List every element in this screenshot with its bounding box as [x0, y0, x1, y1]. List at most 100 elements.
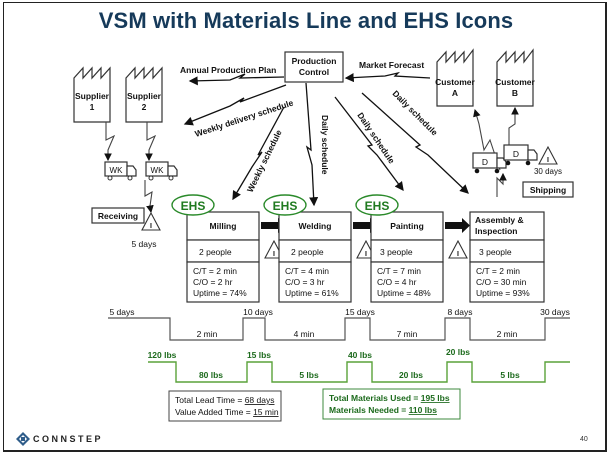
customer-a-letter: A: [452, 88, 458, 98]
process-name: Assembly &: [475, 215, 524, 225]
process-time-label: 2 min: [197, 329, 218, 339]
customer-a: Customer A: [435, 48, 476, 107]
inventory-symbol: I: [457, 251, 459, 258]
receiving-label: Receiving: [98, 211, 138, 221]
process-time-label: 2 min: [497, 329, 518, 339]
info-flow-annual-plan: Annual Production Plan: [180, 65, 285, 86]
slide-title: VSM with Materials Line and EHS Icons: [98, 8, 514, 33]
inventory-symbol: I: [547, 157, 549, 164]
customer-b: Customer B: [495, 48, 536, 107]
info-flow-market-forecast: Market Forecast: [344, 60, 431, 83]
inventory-materials-label: 120 lbs: [148, 350, 177, 360]
supplier-1-number: 1: [90, 102, 95, 112]
production-control-label-2: Control: [299, 67, 329, 77]
materials-used-label: 5 lbs: [299, 370, 319, 380]
factory-icon: [73, 66, 111, 123]
wait-time-label: 15 days: [345, 307, 375, 317]
info-flow-daily-welding: Daily schedule: [305, 82, 330, 207]
ehs-icon: EHS: [263, 194, 307, 216]
changeover-time: C/O = 4 hr: [377, 277, 417, 287]
svg-text:Materials Needed = 110 lbs: Materials Needed = 110 lbs: [329, 405, 437, 415]
supplier-2-shipment-arrow: [145, 122, 157, 162]
logo-icon: [16, 432, 30, 446]
process-time-label: 4 min: [294, 329, 315, 339]
page-number: 40: [580, 436, 588, 443]
truck-icon-inbound-1: WK: [104, 161, 137, 181]
inventory-symbol: I: [150, 223, 152, 230]
process-time-label: 7 min: [397, 329, 418, 339]
shipping-inventory-days: 30 days: [534, 167, 562, 176]
changeover-time: C/O = 2 hr: [193, 277, 233, 287]
cycle-time: C/T = 2 min: [193, 266, 237, 276]
materials-used-label: 5 lbs: [500, 370, 520, 380]
ehs-icon: EHS: [171, 194, 215, 216]
push-arrow-icon: [445, 218, 470, 233]
materials-needed-value: 110 lbs: [409, 405, 438, 415]
truck-frequency-label: WK: [151, 166, 165, 175]
value-added-value: 15 min: [253, 407, 279, 417]
wait-time-label: 10 days: [243, 307, 273, 317]
customer-a-label: Customer: [435, 77, 475, 87]
receiving-arrow: [144, 180, 154, 214]
value-added-label: Value Added Time =: [175, 407, 253, 417]
truck-icon-outbound-2: D: [503, 144, 538, 166]
inventory-triangle-shipping: I: [538, 145, 558, 165]
assembly-to-shipping-arrow: [496, 172, 507, 197]
operator-count: 2 people: [291, 247, 324, 257]
inventory-symbol: I: [365, 251, 367, 258]
cycle-time: C/T = 7 min: [377, 266, 421, 276]
truck-frequency-label: D: [482, 157, 488, 167]
svg-text:Value Added Time = 15 min: Value Added Time = 15 min: [175, 407, 279, 417]
inventory-symbol: I: [273, 251, 275, 258]
changeover-time: C/O = 3 hr: [285, 277, 325, 287]
materials-needed-label: Materials Needed =: [329, 405, 409, 415]
info-flow-daily-painting: Daily schedule: [334, 96, 404, 192]
lead-time-value: 68 days: [245, 395, 275, 405]
connstep-logo: CONNSTEP: [16, 432, 103, 446]
supplier-1-shipment-arrow: [104, 122, 116, 162]
daily-schedule-label-3: Daily schedule: [391, 88, 440, 137]
materials-used-value: 195 lbs: [421, 393, 450, 403]
lead-time-line: [108, 317, 570, 341]
ehs-label: EHS: [365, 199, 390, 213]
supplier-2: Supplier 2: [125, 66, 163, 123]
supplier-1-label: Supplier: [75, 91, 110, 101]
receiving-box: Receiving: [91, 207, 145, 224]
truck-icon-inbound-2: WK: [145, 161, 178, 181]
production-control-box: Production Control: [284, 51, 344, 83]
daily-schedule-label-1: Daily schedule: [320, 115, 330, 175]
customer-b-label: Customer: [495, 77, 535, 87]
receiving-inventory-days: 5 days: [131, 239, 156, 249]
uptime: Uptime = 74%: [193, 288, 247, 298]
ehs-label: EHS: [181, 199, 206, 213]
materials-used-label: 20 lbs: [399, 370, 423, 380]
factory-icon: [436, 48, 474, 107]
ship-to-customer-a-arrow: [473, 108, 501, 171]
slide-frame: [3, 2, 607, 452]
process-name: Painting: [390, 221, 424, 231]
inventory-triangle: I: [448, 239, 468, 259]
truck-frequency-label: D: [513, 149, 519, 159]
uptime: Uptime = 93%: [476, 288, 530, 298]
inventory-materials-label: 15 lbs: [247, 350, 271, 360]
shipping-box: Shipping: [522, 181, 574, 198]
svg-text:Total Materials Used = 195 lbs: Total Materials Used = 195 lbs: [329, 393, 450, 403]
changeover-time: C/O = 30 min: [476, 277, 527, 287]
operator-count: 3 people: [380, 247, 413, 257]
logo-text: CONNSTEP: [33, 434, 104, 444]
supplier-1: Supplier 1: [73, 66, 111, 123]
factory-icon: [496, 48, 534, 107]
customer-b-letter: B: [512, 88, 518, 98]
uptime: Uptime = 48%: [377, 288, 431, 298]
lead-time-label: Total Lead Time =: [175, 395, 245, 405]
wait-time-label: 8 days: [447, 307, 472, 317]
materials-line-path: [148, 361, 570, 383]
operator-count: 2 people: [199, 247, 232, 257]
